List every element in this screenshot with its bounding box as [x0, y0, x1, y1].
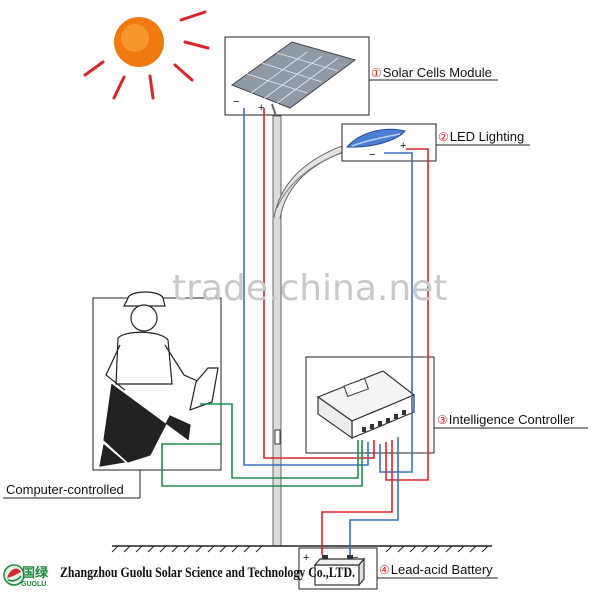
computer-controlled-label: Computer-controlled [6, 482, 124, 497]
company-name: Zhangzhou Guolu Solar Science and Techno… [60, 565, 356, 581]
logo-english-text: GUOLU [21, 581, 47, 588]
battery-label: ④Lead-acid Battery [379, 562, 493, 577]
battery-wires [321, 437, 399, 555]
led-minus-label: − [369, 149, 376, 161]
lamp-pole [272, 115, 347, 547]
solar-minus-label: − [233, 96, 240, 108]
led-lighting-label: ②LED Lighting [438, 129, 525, 144]
computer-wires [161, 403, 363, 487]
solar-plus-label: + [258, 102, 265, 114]
led-wires [379, 148, 429, 481]
solar-panel-icon [230, 41, 357, 117]
solar-cells-label: ①Solar Cells Module [371, 65, 492, 80]
ground-line [111, 545, 492, 553]
leader-lines [3, 79, 588, 579]
led-plus-label: + [400, 140, 407, 152]
worker-with-laptop-icon [99, 291, 219, 467]
battery-minus-label: − [352, 552, 359, 564]
logo-chinese-text: 国绿 [22, 566, 49, 581]
sun-icon [83, 10, 210, 100]
solar-wires [243, 108, 375, 466]
company-logo-icon [3, 564, 25, 586]
led-lamp-icon [345, 128, 406, 148]
controller-label: ③Intelligence Controller [437, 412, 575, 427]
watermark-text: trade.china.net [172, 268, 448, 309]
controller-icon [316, 370, 416, 440]
battery-plus-label: + [303, 552, 310, 564]
battery-icon [313, 555, 366, 587]
